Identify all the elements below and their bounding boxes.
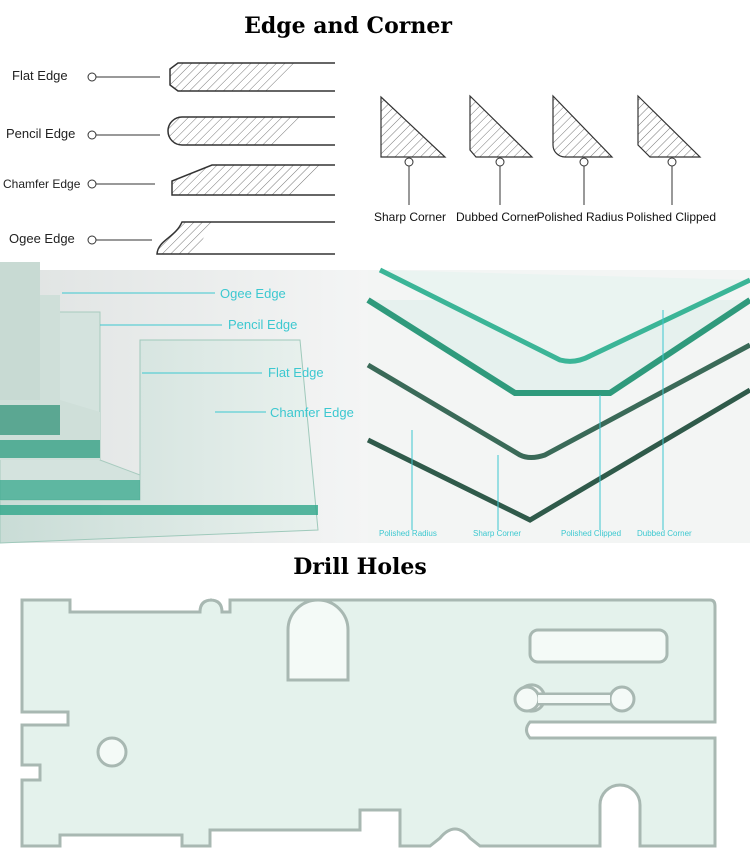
corner-profiles: Sharp Corner Dubbed Corner Polished Radi… (374, 94, 716, 224)
edge-label: Pencil Edge (6, 126, 75, 141)
corner-photo: Polished Radius Sharp Corner Polished Cl… (366, 267, 750, 543)
edge-profile-flat: Flat Edge (12, 62, 335, 92)
corner-label: Dubbed Corner (456, 210, 538, 224)
callout-label: Flat Edge (268, 365, 324, 380)
corner-sharp: Sharp Corner (374, 95, 447, 224)
callout-label: Pencil Edge (228, 317, 297, 332)
drill-holes-title: Drill Holes (293, 554, 427, 580)
callout-label: Polished Clipped (561, 529, 621, 538)
edge-profile-chamfer: Chamfer Edge (3, 164, 335, 196)
callout-label: Sharp Corner (473, 529, 521, 538)
edge-corner-title: Edge and Corner (244, 13, 452, 39)
edge-label: Chamfer Edge (3, 177, 81, 191)
edge-profile-pencil: Pencil Edge (6, 116, 335, 146)
edge-photo: Ogee Edge Pencil Edge Flat Edge Chamfer … (0, 262, 368, 544)
callout-label: Ogee Edge (220, 286, 286, 301)
callout-label: Chamfer Edge (270, 405, 354, 420)
corner-label: Polished Clipped (626, 210, 716, 224)
corner-polished-radius: Polished Radius (537, 94, 624, 224)
edge-label: Flat Edge (12, 68, 68, 83)
callout-label: Polished Radius (379, 529, 437, 538)
corner-label: Polished Radius (537, 210, 624, 224)
corner-label: Sharp Corner (374, 210, 446, 224)
edge-label: Ogee Edge (9, 231, 75, 246)
callout-label: Dubbed Corner (637, 529, 692, 538)
corner-polished-clipped: Polished Clipped (626, 94, 716, 224)
drill-holes-plate (20, 598, 717, 848)
corner-dubbed: Dubbed Corner (456, 94, 538, 224)
edge-profile-ogee: Ogee Edge (9, 221, 335, 255)
